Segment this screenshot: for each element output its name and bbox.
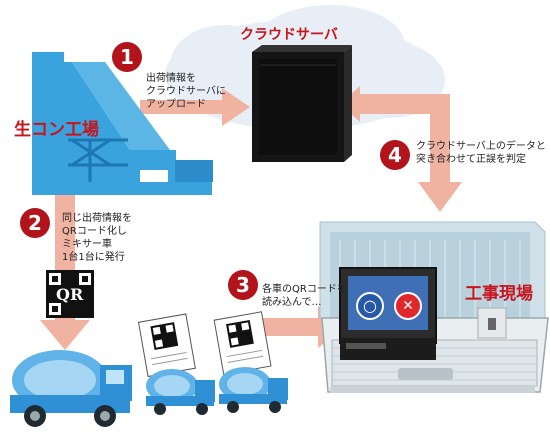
step-3-badge: 3 <box>228 270 258 300</box>
step-1-text: 出荷情報を クラウドサーバに アップロード <box>146 72 226 111</box>
step-4-text: クラウドサーバ上のデータと 突き合わせて正誤を判定 <box>416 140 546 166</box>
arrow-server-to-site <box>350 94 462 212</box>
step-2-text: 同じ出荷情報を QRコード化し ミキサー車 1台1台に発行 <box>62 212 132 264</box>
site-label: 工事現場 <box>465 284 533 304</box>
step-1-line: 出荷情報を <box>146 73 196 84</box>
step-3-text: 各車のQRコードを 読み込んで… <box>262 283 347 309</box>
cloud-server-label: クラウドサーバ <box>240 27 338 43</box>
mixer-truck-mid <box>146 369 215 415</box>
step-2-badge: 2 <box>20 208 50 238</box>
step-1-line: クラウドサーバに <box>146 86 226 97</box>
step-3-line: 読み込んで… <box>262 297 322 308</box>
step-1-line: アップロード <box>146 99 206 110</box>
factory-graphic <box>32 52 213 195</box>
qr-slip-right <box>213 311 272 375</box>
server-graphic <box>252 45 352 162</box>
qr-slip-left <box>137 313 196 378</box>
mixer-truck-small <box>219 367 288 413</box>
arrow-factory-to-server <box>140 88 250 126</box>
step-2-line: 1台1台に発行 <box>62 252 125 263</box>
step-4-badge: 4 <box>380 140 410 170</box>
step-1-badge: 1 <box>112 42 142 72</box>
arrow-qr-to-site <box>240 306 345 348</box>
site-case-graphic <box>319 221 549 393</box>
step-2-line: ミキサー車 <box>62 239 112 250</box>
qr-code-graphic <box>46 270 94 318</box>
factory-label: 生コン工場 <box>14 120 99 140</box>
step-2-line: 同じ出荷情報を <box>62 213 132 224</box>
qr-code-label: QR <box>56 285 84 304</box>
step-3-line: 各車のQRコードを <box>262 284 347 295</box>
correct-icon: ○ <box>356 292 384 320</box>
step-4-line: 突き合わせて正誤を判定 <box>416 154 526 165</box>
step-2-line: QRコード化し <box>62 226 127 237</box>
mixer-truck-large <box>10 350 132 427</box>
incorrect-icon: ✕ <box>394 292 422 320</box>
step-4-line: クラウドサーバ上のデータと <box>416 141 546 152</box>
